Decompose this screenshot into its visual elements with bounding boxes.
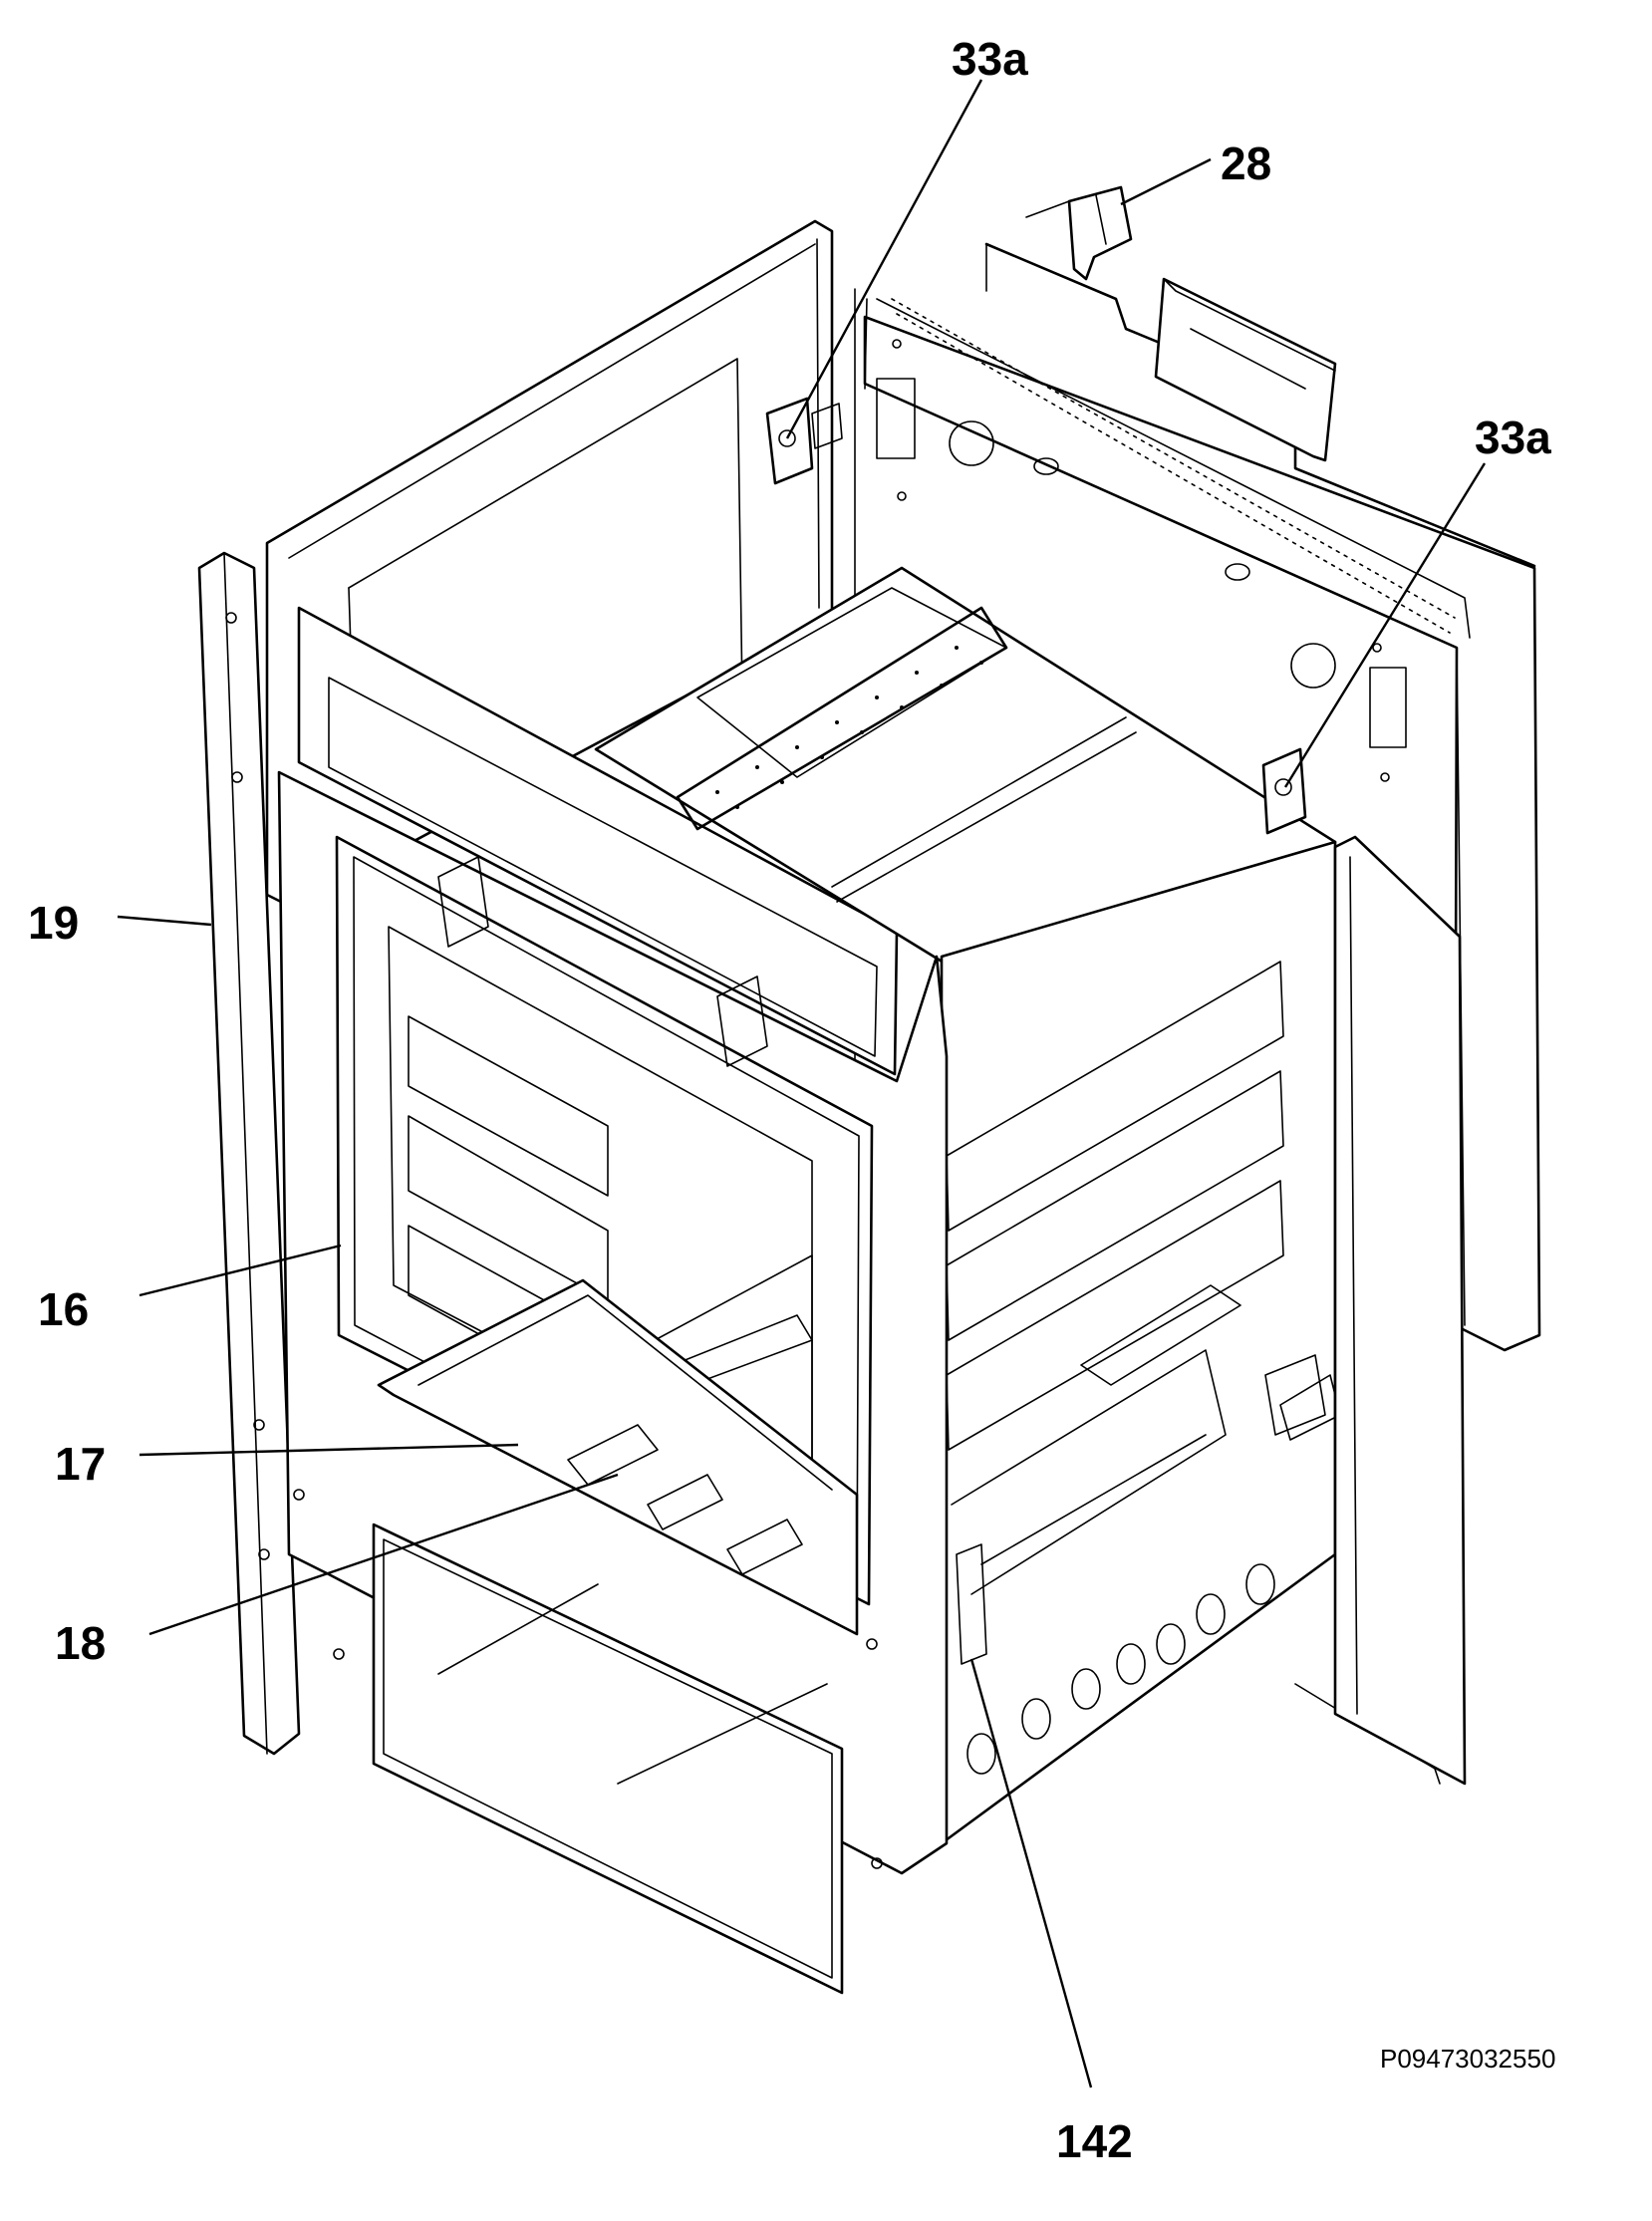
front-top-frame xyxy=(297,606,899,1076)
leader-142 xyxy=(969,1658,1093,2088)
leader-17 xyxy=(138,1443,519,1457)
leader-18 xyxy=(148,1473,619,1636)
leader-33a-right xyxy=(1283,462,1487,788)
callout-18: 18 xyxy=(55,1617,106,1669)
leader-33a-top xyxy=(785,79,983,439)
reference-code: P09473032550 xyxy=(1380,2044,1555,2074)
callout-labels: 33a 28 33a 19 16 17 18 142 xyxy=(28,33,1551,2167)
callout-17: 17 xyxy=(55,1438,106,1490)
bracket-part-33a-right xyxy=(1261,747,1307,835)
bracket-part-28 xyxy=(1025,185,1337,462)
bracket-part-33a-top xyxy=(765,397,843,485)
callout-33a-right: 33a xyxy=(1475,412,1551,463)
leader-lines xyxy=(117,79,1487,2088)
rear-panel xyxy=(863,242,1541,1352)
callout-28: 28 xyxy=(1221,138,1271,189)
callout-142: 142 xyxy=(1056,2115,1133,2167)
leader-19 xyxy=(117,915,212,927)
callout-33a-top: 33a xyxy=(952,33,1028,85)
left-trim-part-19 xyxy=(197,551,301,1756)
bottom-tray xyxy=(377,1278,859,1636)
leader-28 xyxy=(1120,157,1212,206)
insulation-speckle xyxy=(715,646,983,809)
callout-16: 16 xyxy=(38,1283,89,1335)
leader-16 xyxy=(138,1244,342,1297)
callout-19: 19 xyxy=(28,897,79,949)
right-side-strip xyxy=(1333,835,1467,1786)
